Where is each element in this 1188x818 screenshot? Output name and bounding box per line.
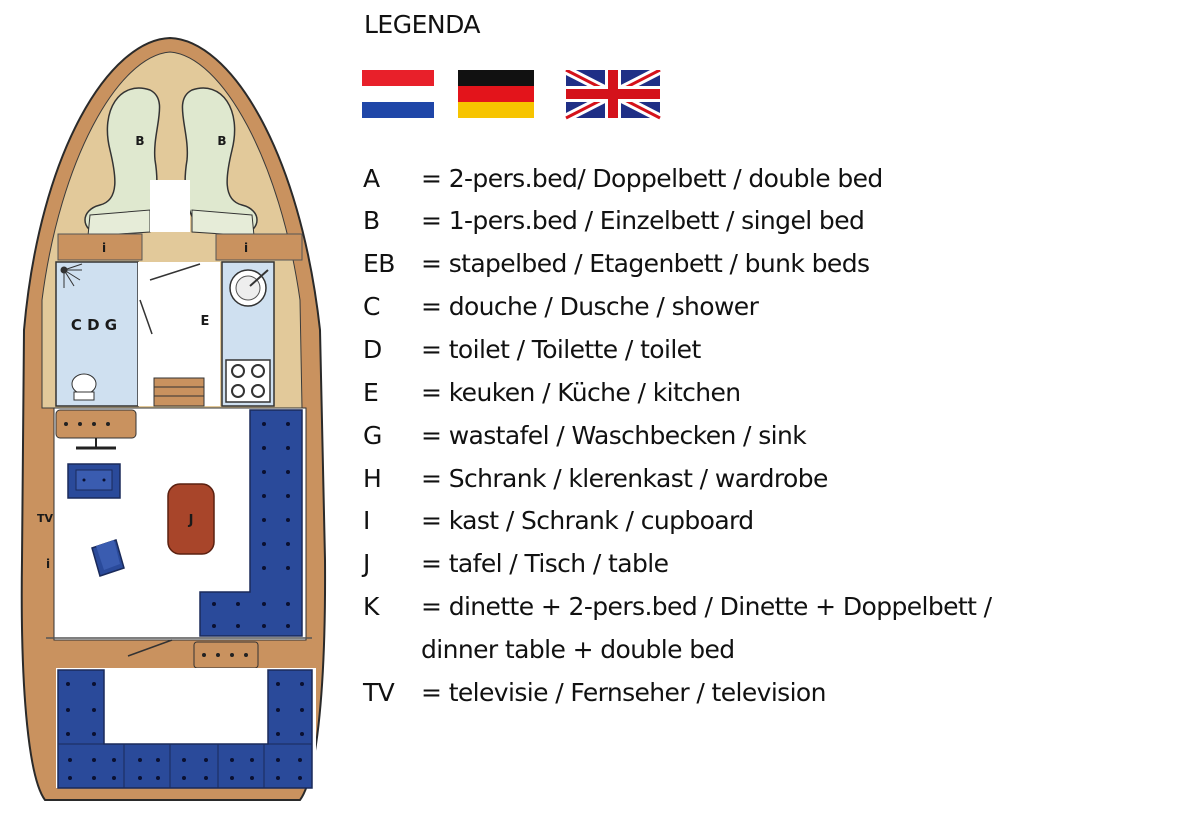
armchair-icon — [67, 463, 121, 499]
cupboard-right-label: i — [244, 241, 248, 255]
salon-bench — [199, 409, 303, 637]
shower-head-icon — [60, 263, 83, 288]
kitchen-label: E — [201, 314, 210, 329]
toilet-icon — [71, 373, 97, 401]
swivel-chair-icon — [91, 539, 125, 577]
legend-title: LEGENDA — [364, 10, 481, 39]
boat-floor-plan: B B i i C D G E — [20, 36, 327, 801]
legend-desc: = televisie / Fernseher / television — [421, 678, 826, 707]
bed-left — [84, 87, 161, 237]
legend-desc: = 1-pers.bed / Einzelbett / singel bed — [421, 206, 865, 235]
cupboard-left-label: i — [102, 241, 106, 255]
legend-key: E — [363, 378, 379, 407]
door-swing-aft — [127, 639, 173, 657]
germany-flag-icon — [458, 70, 534, 118]
legend-desc: = toilet / Toilette / toilet — [421, 335, 701, 364]
bed-right — [181, 87, 258, 237]
stove-icon — [225, 359, 271, 403]
legend-key: TV — [363, 678, 395, 707]
cupboard-left — [57, 233, 143, 261]
netherlands-flag-icon — [362, 70, 434, 118]
tv-label: TV — [37, 512, 54, 525]
legend-desc: = tafel / Tisch / table — [421, 549, 669, 578]
legend-desc: = douche / Dusche / shower — [421, 292, 759, 321]
bed-right-label: B — [217, 134, 226, 148]
aft-seating — [57, 669, 313, 789]
legend-desc: = Schrank / klerenkast / wardrobe — [421, 464, 828, 493]
legend-desc: = 2-pers.bed/ Doppelbett / double bed — [421, 164, 883, 193]
legend-key: EB — [363, 249, 395, 278]
bed-left-label: B — [135, 134, 144, 148]
legend-desc: = dinette + 2-pers.bed / Dinette + Doppe… — [421, 592, 992, 621]
kitchen-sink-icon — [229, 269, 269, 307]
legend-desc: = wastafel / Waschbecken / sink — [421, 421, 807, 450]
forward-passage — [150, 180, 190, 232]
table-label: J — [188, 513, 194, 528]
legend-key: D — [363, 335, 382, 364]
language-flags — [362, 70, 662, 122]
legend-key: I — [363, 506, 370, 535]
legend-key: B — [363, 206, 380, 235]
salon-cupboard-label: i — [46, 557, 50, 571]
door-swing — [149, 263, 201, 281]
legend-key: C — [363, 292, 380, 321]
legend-key: G — [363, 421, 382, 450]
legend-desc: = keuken / Küche / kitchen — [421, 378, 741, 407]
legend-desc: = kast / Schrank / cupboard — [421, 506, 754, 535]
salon-sideboard — [55, 409, 137, 450]
legend-key: J — [363, 549, 370, 578]
stairs — [153, 377, 205, 407]
bathroom-label: C D G — [71, 316, 117, 334]
legend-key: K — [363, 592, 379, 621]
bathroom — [55, 261, 139, 407]
legend-key: H — [363, 464, 382, 493]
legend-key: A — [363, 164, 380, 193]
cupboard-right — [215, 233, 303, 261]
legend-desc: = stapelbed / Etagenbett / bunk beds — [421, 249, 870, 278]
legend-desc: dinner table + double bed — [421, 635, 735, 664]
united-kingdom-flag-icon — [563, 70, 662, 122]
door-swing-bath — [139, 299, 153, 335]
table — [167, 483, 215, 555]
